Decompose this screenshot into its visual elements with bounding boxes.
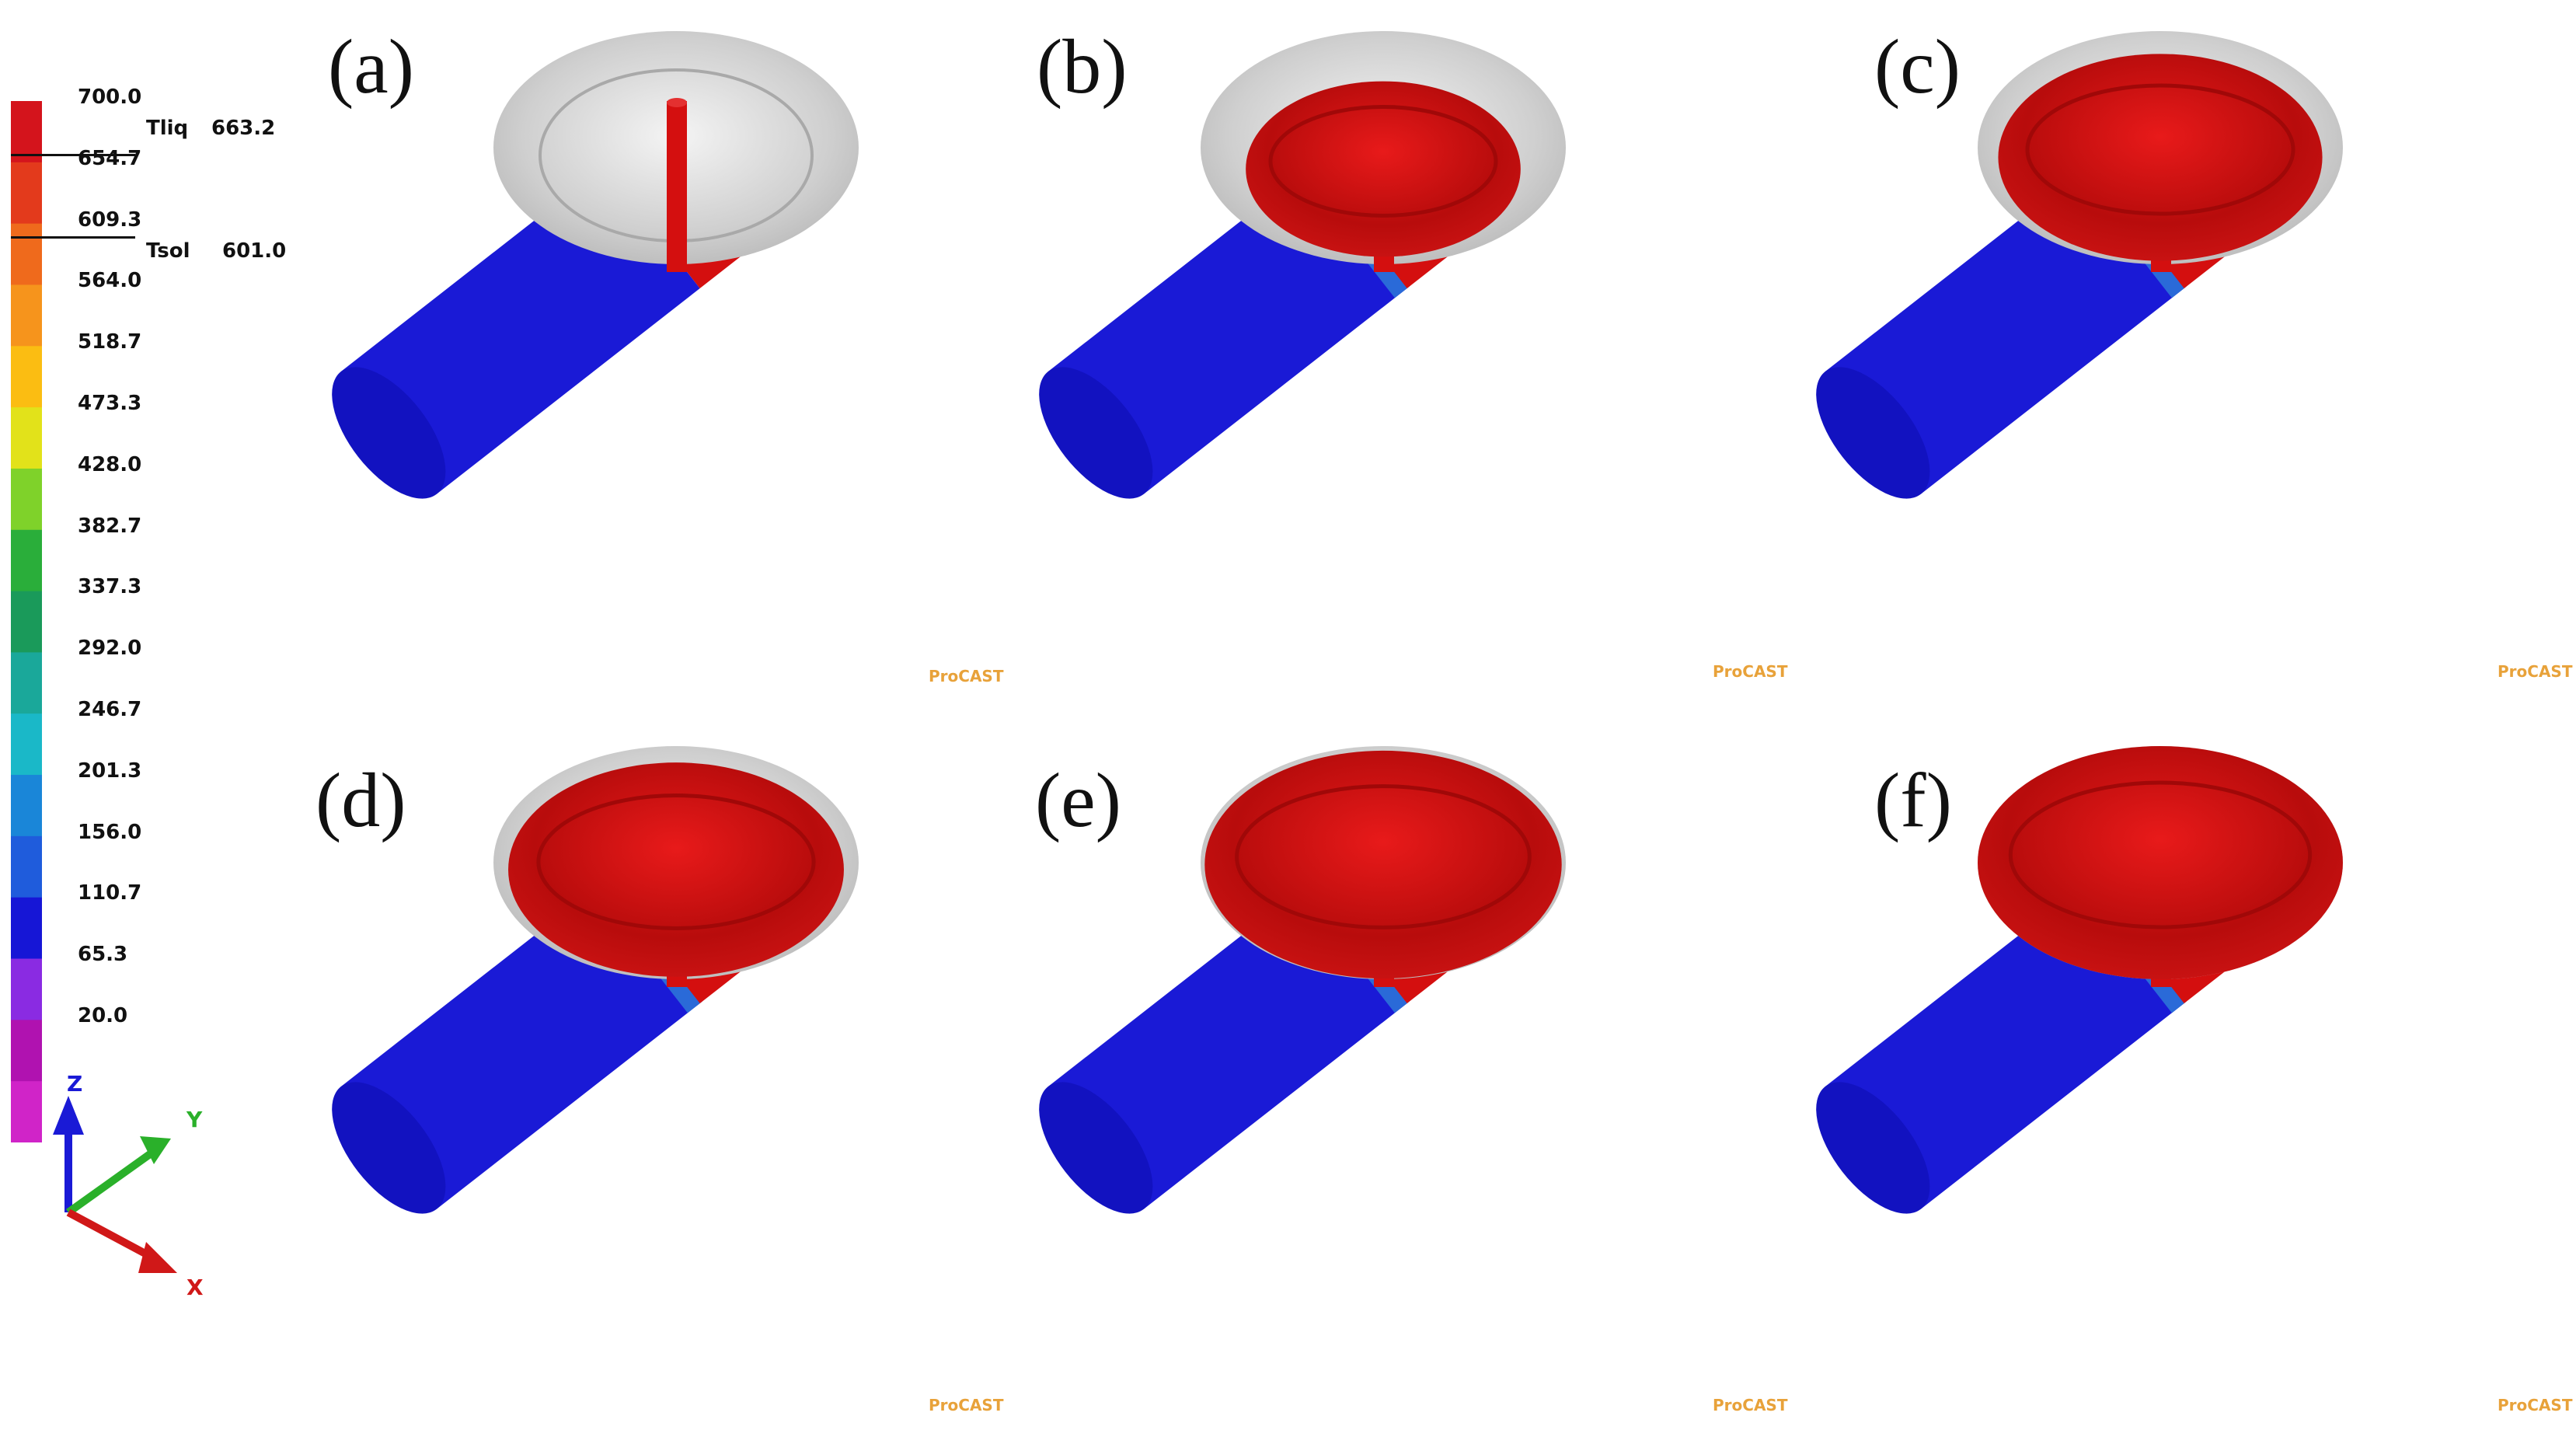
- legend-color-step: [11, 775, 42, 837]
- legend-color-step: [11, 897, 42, 960]
- tsol-line: [11, 236, 135, 239]
- casting-render: [1039, 31, 1566, 499]
- legend-color-step: [11, 835, 42, 898]
- tliq-value: 663.2: [211, 117, 276, 140]
- legend-value: 337.3: [78, 575, 142, 599]
- panel-label: (d): [315, 757, 406, 843]
- legend-color-step: [11, 652, 42, 715]
- tsol-label: Tsol: [146, 239, 190, 263]
- legend-color-step: [11, 958, 42, 1021]
- legend-value: 382.7: [78, 514, 142, 538]
- casting-render: [332, 746, 859, 1214]
- legend-value: 700.0: [78, 85, 142, 109]
- legend-value: 65.3: [78, 943, 128, 967]
- panel-label: (e): [1035, 757, 1121, 843]
- panel-label: (f): [1874, 757, 1952, 843]
- panel-label: (a): [328, 23, 414, 110]
- legend-value: 564.0: [78, 269, 142, 293]
- legend-color-step: [11, 101, 42, 163]
- legend-value: 246.7: [78, 698, 142, 721]
- casting-render: [1816, 746, 2343, 1214]
- panel-e: (e) ProCAST: [1018, 715, 1795, 1430]
- procast-watermark: ProCAST: [1713, 662, 1788, 681]
- z-axis-label: Z: [67, 1071, 83, 1097]
- legend-color-step: [11, 162, 42, 225]
- panel-a: (a) ProCAST: [311, 0, 1088, 715]
- legend-color-step: [11, 407, 42, 469]
- x-arrow-head: [138, 1242, 177, 1273]
- legend-color-step: [11, 223, 42, 286]
- axis-triad: [53, 1096, 177, 1273]
- legend-value: 473.3: [78, 392, 142, 415]
- temperature-legend: 700.0 654.7 609.3 564.0 518.7 473.3 428.0 382.7…: [0, 0, 326, 1321]
- casting-render: [1816, 31, 2343, 499]
- legend-color-step: [11, 591, 42, 654]
- panel-b: (b) ProCAST: [1018, 0, 1795, 715]
- molten-metal: [1998, 54, 2323, 261]
- legend-value: 110.7: [78, 881, 142, 905]
- molten-inner-rim: [1268, 105, 1498, 218]
- panel-f: (f) ProCAST: [1795, 715, 2572, 1430]
- x-axis: [66, 1209, 158, 1263]
- procast-watermark: ProCAST: [2498, 662, 2573, 681]
- legend-value: 20.0: [78, 1004, 128, 1027]
- panel-label: (b): [1037, 23, 1128, 110]
- legend-color-step: [11, 1020, 42, 1083]
- z-arrow-head: [53, 1096, 84, 1135]
- procast-watermark: ProCAST: [2498, 1396, 2573, 1414]
- legend-color-step: [11, 713, 42, 776]
- y-arrow-head: [140, 1136, 171, 1164]
- molten-inner-rim: [2025, 83, 2295, 216]
- legend-value: 201.3: [78, 759, 142, 783]
- legend-value: 609.3: [78, 208, 142, 232]
- legend-value: 518.7: [78, 330, 142, 354]
- legend-value: 654.7: [78, 146, 142, 170]
- y-axis: [66, 1146, 158, 1216]
- x-axis-label: X: [186, 1275, 204, 1300]
- casting-render: [1039, 746, 1566, 1214]
- y-axis-label: Y: [186, 1107, 203, 1132]
- molten-inner-rim: [536, 793, 816, 930]
- legend-color-step: [11, 529, 42, 592]
- tliq-line: [11, 154, 135, 156]
- legend-value: 428.0: [78, 452, 142, 476]
- molten-metal: [1978, 746, 2343, 979]
- procast-watermark: ProCAST: [929, 667, 1004, 685]
- legend-value: 156.0: [78, 820, 142, 844]
- legend-color-step: [11, 346, 42, 409]
- legend-color-step: [11, 1081, 42, 1142]
- panel-label: (c): [1874, 23, 1961, 110]
- molten-inner-rim: [1235, 784, 1532, 930]
- sprue: [667, 101, 687, 272]
- legend-color-step: [11, 284, 42, 347]
- procast-watermark: ProCAST: [929, 1396, 1004, 1414]
- molten-metal: [1204, 750, 1562, 979]
- legend-value: 292.0: [78, 637, 142, 661]
- panel-c: (c) ProCAST: [1795, 0, 2572, 715]
- molten-metal: [1246, 81, 1521, 257]
- legend-colorbar: [11, 101, 42, 1142]
- molten-metal: [508, 762, 844, 977]
- tliq-label: Tliq: [146, 117, 189, 140]
- panel-d: (d) ProCAST: [311, 715, 1088, 1430]
- tsol-value: 601.0: [222, 239, 287, 263]
- procast-watermark: ProCAST: [1713, 1396, 1788, 1414]
- molten-inner-rim: [2008, 780, 2313, 930]
- legend-color-step: [11, 468, 42, 531]
- casting-render: [332, 31, 859, 499]
